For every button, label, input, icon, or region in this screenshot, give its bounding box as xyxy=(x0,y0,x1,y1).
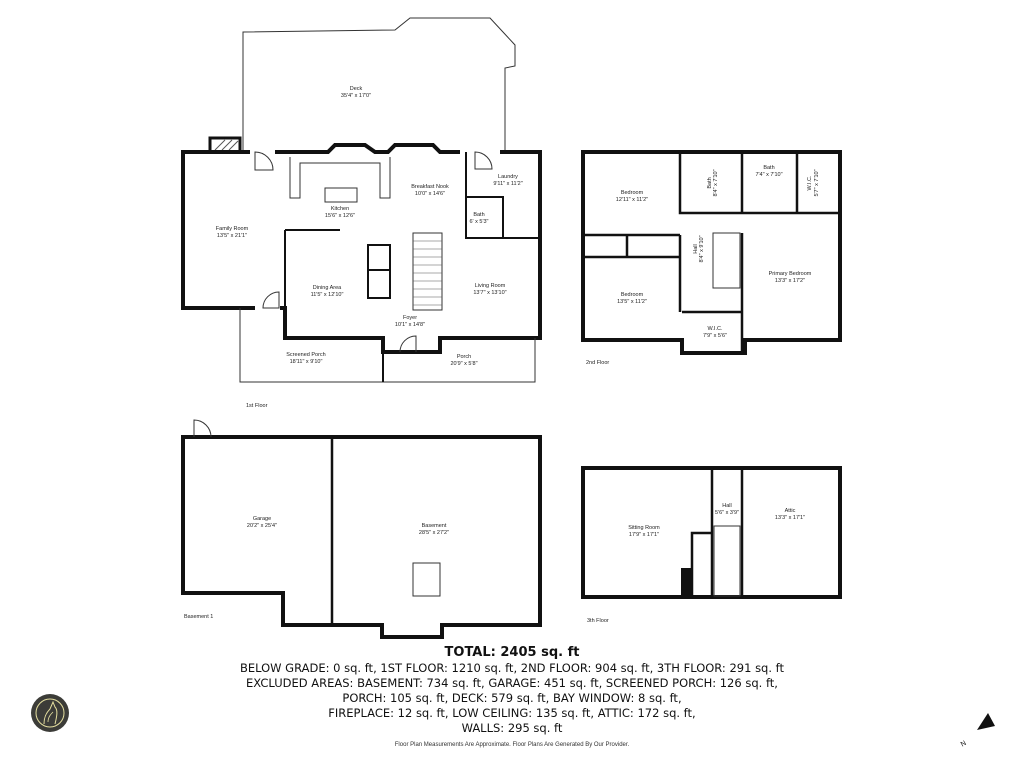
room-dims: 20'9" x 5'8" xyxy=(450,361,477,367)
room-name: W.I.C. xyxy=(708,326,723,332)
summary-line: BELOW GRADE: 0 sq. ft, 1ST FLOOR: 1210 s… xyxy=(239,661,785,675)
room-dims: 20'2" x 25'4" xyxy=(247,523,277,529)
room-name: Living Room xyxy=(475,283,506,289)
room-dims: 7'4" x 7'10" xyxy=(755,172,782,178)
wolf-logo-icon xyxy=(31,694,69,732)
room-dims: 13'3" x 17'1" xyxy=(775,515,805,521)
stairs xyxy=(712,232,741,289)
room-dims: 28'5" x 27'2" xyxy=(419,530,449,536)
room-dims: 9'11" x 11'2" xyxy=(493,181,522,187)
stairs xyxy=(412,232,443,311)
summary-line: FIREPLACE: 12 sq. ft, LOW CEILING: 135 s… xyxy=(328,706,696,720)
room-name: Breakfast Nook xyxy=(411,184,449,190)
room-name: Bedroom xyxy=(621,292,644,298)
porch-outline xyxy=(239,308,536,383)
deck-outline xyxy=(242,17,516,152)
floor-label: 1st Floor xyxy=(246,403,268,409)
first-floor-walls xyxy=(181,143,542,354)
room-name: Hall xyxy=(722,503,731,509)
kitchen-island xyxy=(324,187,358,203)
room-name: Bath xyxy=(707,177,713,188)
floor-label: 2nd Floor xyxy=(586,360,609,366)
room-name: Sitting Room xyxy=(628,525,660,531)
room-dims: 12'11" x 11'2" xyxy=(616,197,648,203)
room-name: Bath xyxy=(763,165,774,171)
stairs xyxy=(713,525,741,597)
room-name: Porch xyxy=(457,354,471,360)
second-floor xyxy=(581,150,842,355)
room-name: W.I.C. xyxy=(807,175,813,190)
room-dims: 35'4" x 17'0" xyxy=(341,93,371,99)
compass-label: N xyxy=(960,740,968,749)
room-name: Deck xyxy=(350,86,363,92)
room-name: Basement xyxy=(422,523,447,529)
room-dims: 5'6" x 3'9" xyxy=(715,510,739,516)
room-dims: 18'11" x 9'10" xyxy=(290,359,323,365)
floor-label: Basement 1 xyxy=(184,614,213,620)
room-name: Primary Bedroom xyxy=(769,271,812,277)
room-dims: 8'4" x 9'10" xyxy=(699,235,705,262)
floor-label: 3th Floor xyxy=(587,618,609,624)
basement-floor xyxy=(181,419,542,639)
room-name: Family Room xyxy=(216,226,249,232)
stairs xyxy=(412,562,441,597)
room-dims: 17'9" x 17'1" xyxy=(629,532,659,538)
room-name: Foyer xyxy=(403,315,417,321)
room-dims: 13'7" x 13'10" xyxy=(473,290,506,296)
room-dims: 8'4" x 7'10" xyxy=(713,169,719,196)
room-dims: 5'7" x 7'10" xyxy=(814,169,820,196)
room-dims: 13'5" x 21'1" xyxy=(217,233,247,239)
room-dims: 15'6" x 12'6" xyxy=(325,213,355,219)
room-dims: 11'5" x 12'10" xyxy=(311,292,344,298)
room-name: Garage xyxy=(253,516,271,522)
area-summary: TOTAL: 2405 sq. ft BELOW GRADE: 0 sq. ft… xyxy=(200,645,824,736)
disclaimer: Floor Plan Measurements Are Approximate.… xyxy=(394,742,630,748)
room-name: Bedroom xyxy=(621,190,644,196)
room-dims: 7'9" x 5'6" xyxy=(703,333,727,339)
summary-line: PORCH: 105 sq. ft, DECK: 579 sq. ft, BAY… xyxy=(342,691,682,705)
room-dims: 10'0" x 14'6" xyxy=(415,191,445,197)
third-floor xyxy=(581,466,842,599)
room-name: Screened Porch xyxy=(286,352,325,358)
room-name: Attic xyxy=(785,508,796,514)
room-dims: 13'5" x 11'2" xyxy=(617,299,647,305)
room-name: Laundry xyxy=(498,174,518,180)
summary-line: EXCLUDED AREAS: BASEMENT: 734 sq. ft, GA… xyxy=(246,676,778,690)
room-dims: 10'1" x 14'8" xyxy=(395,322,425,328)
first-floor xyxy=(181,17,542,383)
room-name: Bath xyxy=(473,212,484,218)
room-name: Dining Area xyxy=(313,285,342,291)
total-area: TOTAL: 2405 sq. ft xyxy=(444,645,580,660)
room-name: Hall xyxy=(693,244,699,253)
summary-line: WALLS: 295 sq. ft xyxy=(461,721,563,735)
room-dims: 13'3" x 17'2" xyxy=(775,278,805,284)
room-dims: 6' x 5'3" xyxy=(469,219,488,225)
room-name: Kitchen xyxy=(331,206,349,212)
